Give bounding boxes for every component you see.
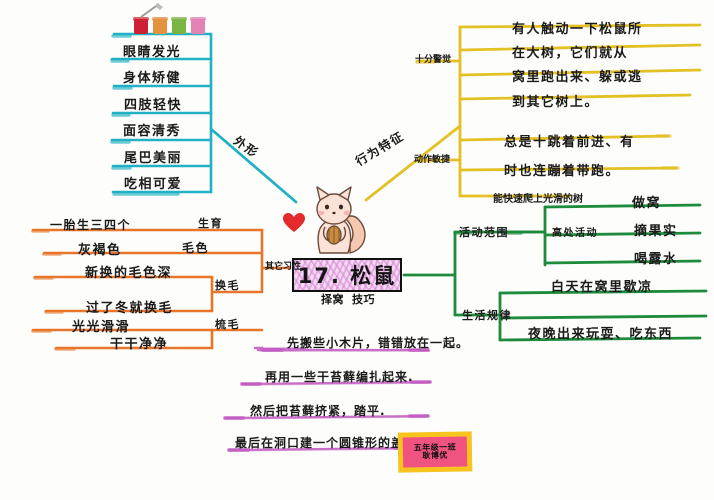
other-g2-item-1[interactable]: 过了冬就换毛 [86, 301, 174, 316]
appearance-item-3[interactable]: 面容清秀 [123, 124, 182, 139]
other-g1-item-0[interactable]: 灰褐色 [78, 243, 122, 258]
squirrel-drawing [316, 186, 366, 254]
center-title-box[interactable]: 17. 松鼠 [292, 258, 402, 292]
badge-name-line: 耿博优 [422, 450, 448, 461]
branch-appearance-lines [110, 32, 298, 204]
center-title-text: 17. 松鼠 [297, 264, 397, 288]
other-group-0-label[interactable]: 生育 [198, 217, 223, 230]
appearance-item-1[interactable]: 身体矫健 [123, 71, 182, 86]
habitat-g0-item-2[interactable]: 喝露水 [634, 252, 678, 267]
step-line-0[interactable]: 先搬些小木片，错错放在一起。 [287, 336, 470, 350]
heart-icon [283, 213, 305, 232]
step-line-2[interactable]: 然后把苔藓挤紧，踏平. [250, 404, 386, 418]
appearance-item-5[interactable]: 吃相可爱 [124, 177, 183, 192]
branch-appearance-accents [110, 34, 180, 196]
other-habits-branch-label[interactable]: 其它习性 [265, 262, 302, 272]
behavior-group-1-label[interactable]: 动作敏捷 [414, 155, 451, 165]
center-sub-label-b: 技巧 [352, 293, 375, 306]
behavior-g1-item-0[interactable]: 总是十跳着前进、有 [504, 135, 635, 150]
behavior-g0-item-0[interactable]: 有人触动一下松鼠所 [512, 22, 643, 37]
branch-behavior-lines [364, 23, 702, 202]
behavior-g1-item-1[interactable]: 时也连蹦着带跑。 [504, 164, 621, 179]
branch-other-lines [31, 228, 292, 350]
other-group-3-label[interactable]: 梳毛 [215, 318, 240, 331]
center-sub-label-a: 择窝 [321, 293, 344, 306]
habitat-g0-item-1[interactable]: 摘果实 [634, 224, 678, 239]
habitat-g0-item-0[interactable]: 做窝 [632, 196, 662, 211]
behavior-g1-item-2[interactable]: 能快速爬上光滑的树 [493, 194, 583, 205]
student-name-badge[interactable]: 五年级一班 耿博优 [397, 431, 473, 473]
habitat-group-0-label[interactable]: 活动范围 [459, 226, 509, 239]
branch-behavior-accents [415, 60, 680, 170]
behavior-group-0-label[interactable]: 十分警觉 [415, 55, 452, 65]
paint-pots-decoration [133, 3, 213, 34]
branch-habitat-lines [402, 203, 708, 342]
behavior-g0-item-3[interactable]: 到其它树上。 [512, 95, 600, 110]
appearance-item-2[interactable]: 四肢轻快 [124, 98, 183, 113]
other-g3-item-0[interactable]: 光光滑滑 [72, 320, 131, 335]
other-g3-item-1[interactable]: 干干净净 [110, 337, 169, 352]
other-g0-item-0[interactable]: 一胎生三四个 [50, 218, 132, 232]
appearance-item-4[interactable]: 尾巴美丽 [124, 151, 183, 166]
behavior-g0-item-1[interactable]: 在大树，它们就从 [512, 46, 629, 61]
other-group-1-label[interactable]: 毛色 [182, 241, 210, 255]
habitat-g1-item-1[interactable]: 夜晚出来玩耍、吃东西 [528, 327, 674, 342]
step-line-1[interactable]: 再用一些干苔藓编扎起来. [265, 370, 414, 384]
branch-other-accents [31, 229, 76, 351]
habitat-group-1-label[interactable]: 生活规律 [462, 309, 512, 322]
behavior-g0-item-2[interactable]: 窝里跑出来、躲或逃 [512, 70, 643, 85]
step-line-3[interactable]: 最后在洞口建一个圆锥形的盖. [235, 436, 410, 450]
habitat-group-0-sub-label[interactable]: 高处活动 [552, 228, 598, 239]
appearance-item-0[interactable]: 眼睛发光 [123, 45, 182, 60]
other-g2-item-0[interactable]: 新换的毛色深 [85, 266, 173, 281]
habitat-g1-item-0[interactable]: 白天在窝里歇凉 [551, 280, 653, 295]
other-group-2-label[interactable]: 换毛 [215, 279, 240, 292]
paintbrush-icon [140, 3, 163, 18]
